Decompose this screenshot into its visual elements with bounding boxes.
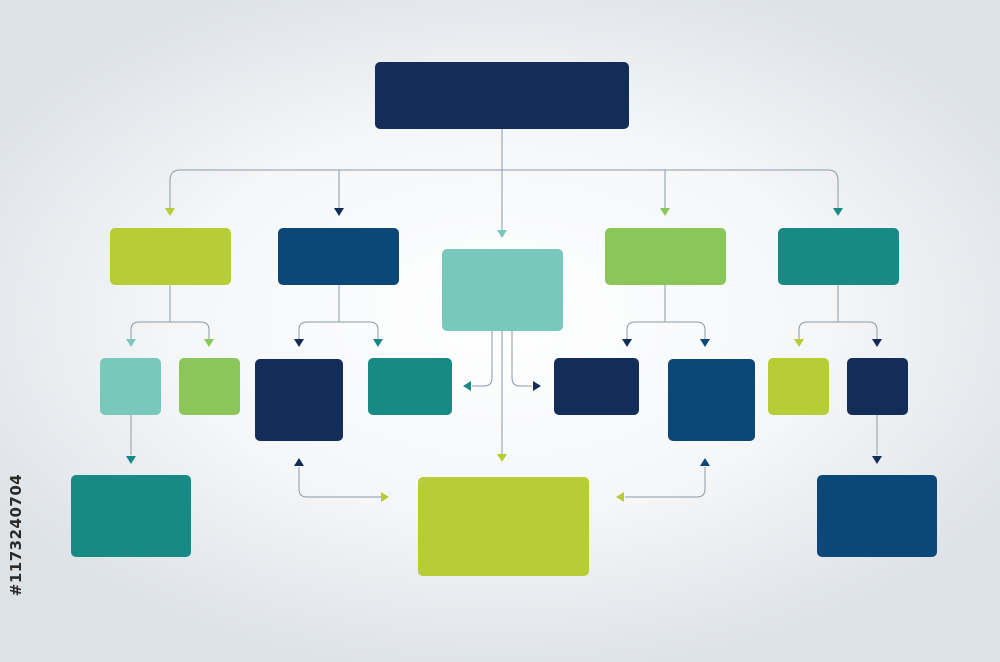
arrow-l2-e1 (794, 339, 804, 347)
node-box-l1-b (278, 228, 399, 285)
arrow-l1-e (833, 208, 843, 216)
node-box-l1-a (110, 228, 231, 285)
arrow-l1-c (497, 230, 507, 238)
connector-center-right (511, 331, 532, 387)
arrow-center-from-left (381, 492, 389, 502)
connector-center-left (472, 331, 493, 387)
node-box-l2-e2 (847, 358, 908, 415)
node-box-l2-a1 (100, 358, 161, 415)
node-box-l1-c (442, 249, 563, 331)
arrow-l1-b (334, 208, 344, 216)
arrow-l2-b2 (373, 339, 383, 347)
arrow-l3-e (872, 456, 882, 464)
arrow-center-right (533, 381, 541, 391)
arrow-l3-a (126, 456, 136, 464)
connector-l1a-children (130, 285, 210, 340)
node-box-l1-d (605, 228, 726, 285)
stock-id-text: #1173240704 (7, 473, 26, 597)
connector-l1e-children (798, 285, 878, 340)
arrow-l1-a (165, 208, 175, 216)
connector-l1d-children (626, 285, 706, 340)
stock-id-label: #1173240704 (0, 420, 32, 650)
node-box-l3-a (71, 475, 191, 557)
node-box-l3-center (418, 477, 589, 576)
connector-d2-center (625, 467, 706, 498)
node-box-l1-e (778, 228, 899, 285)
node-box-l2-e1 (768, 358, 829, 415)
node-box-l2-b1 (255, 359, 343, 441)
arrow-center-from-right (616, 492, 624, 502)
connector-root-bus (169, 169, 839, 212)
arrow-l2-a2 (204, 339, 214, 347)
arrow-l2-d2 (700, 339, 710, 347)
node-box-l2-d2 (668, 359, 755, 441)
node-box-l2-b2 (368, 358, 452, 415)
arrow-b1-up (294, 458, 304, 466)
arrow-l1-d (660, 208, 670, 216)
connector-l1b-children (298, 285, 379, 340)
connector-b1-center (298, 467, 381, 498)
node-box-root (375, 62, 629, 129)
node-box-l2-d1 (554, 358, 639, 415)
arrow-d2-up (700, 458, 710, 466)
arrow-l2-e2 (872, 339, 882, 347)
arrow-center-left (463, 381, 471, 391)
arrow-l2-a1 (126, 339, 136, 347)
arrow-l2-b1 (294, 339, 304, 347)
node-box-l2-a2 (179, 358, 240, 415)
arrow-l2-d1 (622, 339, 632, 347)
arrow-center-down (497, 454, 507, 462)
node-box-l3-e (817, 475, 937, 557)
